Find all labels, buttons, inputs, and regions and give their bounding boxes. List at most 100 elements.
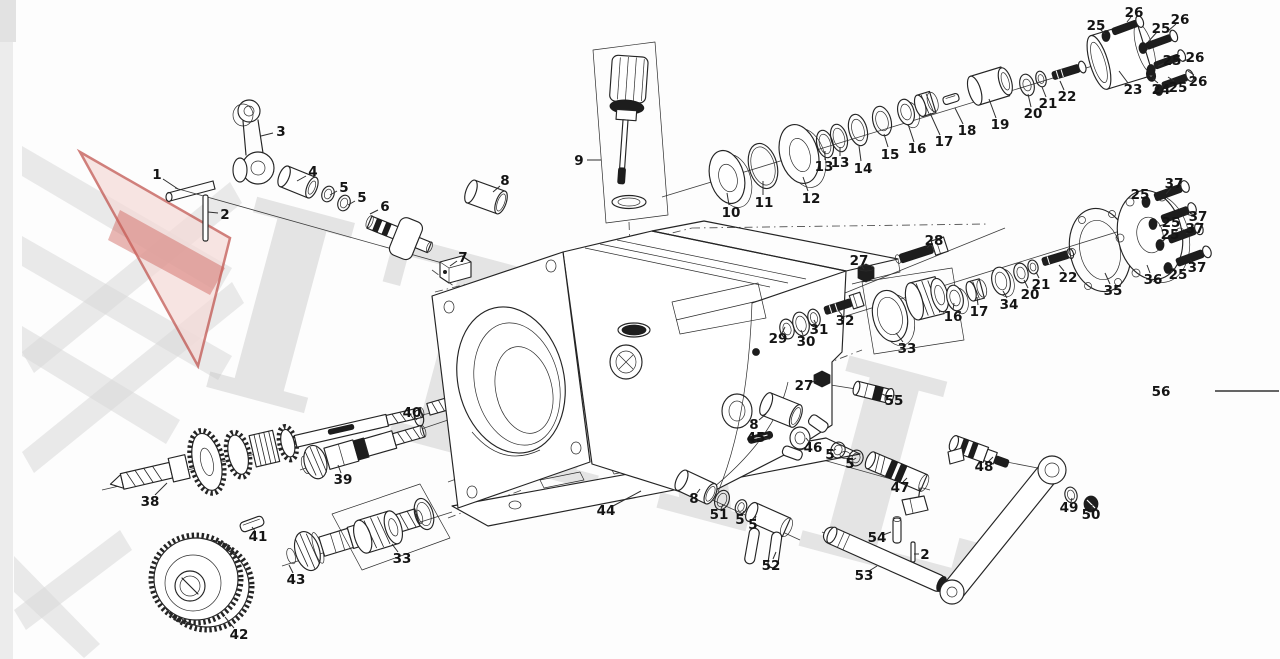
part-50-nut-drawing: [1083, 495, 1099, 513]
leader-line: [1027, 93, 1032, 108]
part-25-37-bolt-sets-drawing: [1141, 180, 1212, 274]
part-label-8: 8: [749, 417, 758, 433]
leader-line: [1041, 86, 1047, 98]
leader-line: [907, 123, 915, 143]
leader-line: [805, 437, 811, 444]
part-label-32: 32: [836, 313, 855, 329]
part-label-13: 13: [815, 159, 834, 175]
leader-line: [1147, 31, 1158, 43]
leader-line: [296, 175, 307, 182]
part-label-35: 35: [1104, 283, 1123, 299]
leader-line: [813, 319, 817, 325]
part-8-bushing-lower-drawing: [674, 469, 718, 505]
leader-line: [952, 302, 955, 311]
part-label-26: 26: [1171, 12, 1190, 28]
leader-line: [1070, 497, 1073, 503]
part-label-5: 5: [845, 456, 854, 472]
part-label-14: 14: [854, 161, 873, 177]
leader-line: [895, 332, 904, 343]
part-label-37: 37: [1165, 176, 1184, 192]
leader-line: [1185, 230, 1192, 235]
part-label-16: 16: [944, 309, 963, 325]
part-label-25: 25: [1163, 53, 1182, 69]
leader-line: [492, 185, 501, 193]
leader-line: [391, 543, 399, 553]
leader-line: [926, 243, 932, 249]
leader-line: [772, 551, 777, 560]
part-33-bearing-kit-upper-drawing: [861, 267, 965, 355]
part-39-gear-shaft-drawing: [300, 424, 427, 480]
leader-line: [1158, 223, 1167, 227]
leader-line: [726, 192, 730, 206]
part-16-bearing-race-drawing: [896, 98, 920, 129]
part-label-48: 48: [975, 459, 994, 475]
part-label-25: 25: [1162, 215, 1181, 231]
part-label-37: 37: [1189, 209, 1208, 225]
leader-line: [1035, 271, 1040, 279]
part-2-pin-drawing: [202, 194, 209, 242]
leader-line: [207, 211, 219, 214]
part-label-5: 5: [825, 447, 834, 463]
leader-line: [337, 464, 342, 474]
leader-line: [976, 296, 979, 306]
part-27-nut-lower-drawing: [813, 370, 831, 388]
part-2-pin-lower-drawing: [910, 541, 916, 563]
leader-line: [1104, 272, 1111, 285]
leader-line: [1161, 237, 1167, 243]
part-8-bushing-mid-drawing: [759, 392, 803, 428]
part-46-shift-finger-drawing: [781, 414, 829, 461]
leader-line: [902, 477, 908, 483]
part-label-39: 39: [334, 472, 353, 488]
part-label-28: 28: [925, 233, 944, 249]
part-53-rod-drawing: [822, 526, 947, 592]
part-label-25: 25: [1169, 80, 1188, 96]
part-label-4: 4: [308, 164, 317, 180]
part-38-input-shaft-drawing: [109, 406, 425, 496]
leader-line: [988, 98, 997, 119]
part-11-snap-ring-drawing: [747, 142, 779, 190]
leader-line: [883, 133, 889, 148]
part-label-8: 8: [689, 491, 698, 507]
leader-line: [154, 482, 168, 496]
part-label-47: 47: [891, 480, 910, 496]
part-label-1: 1: [152, 167, 161, 183]
part-label-6: 6: [380, 199, 389, 215]
leader-line: [288, 564, 294, 574]
leader-line: [882, 531, 892, 536]
part-label-5: 5: [748, 517, 757, 533]
part-29-30-31-washers-drawing: [779, 308, 821, 340]
part-16-bearing-race-mid-drawing: [946, 284, 969, 315]
part-label-22: 22: [1058, 89, 1077, 105]
leader-line: [1170, 266, 1176, 271]
leader-line: [1187, 70, 1195, 76]
leader-line: [852, 457, 857, 461]
part-label-25: 25: [1131, 187, 1150, 203]
part-22-stud-drawing: [1051, 60, 1087, 80]
leader-line: [1002, 290, 1008, 299]
part-label-36: 36: [1144, 272, 1163, 288]
leader-line: [858, 145, 862, 162]
leader-line: [612, 490, 642, 507]
part-label-41: 41: [249, 529, 268, 545]
part-label-55: 55: [885, 393, 904, 409]
part-label-44: 44: [597, 503, 616, 519]
part-label-37: 37: [1188, 260, 1207, 276]
leader-line: [1189, 259, 1195, 264]
leader-line: [251, 526, 256, 532]
part-label-46: 46: [804, 440, 823, 456]
part-10-bearing-drawing: [708, 149, 753, 208]
part-label-13: 13: [831, 155, 850, 171]
leader-line: [329, 190, 338, 196]
part-label-26: 26: [1186, 50, 1205, 66]
part-25-26-bolt-sets-top-drawing: [1101, 15, 1195, 96]
part-label-12: 12: [802, 191, 821, 207]
part-17-bearing-cone-mid-drawing: [965, 278, 988, 302]
leader-line: [449, 260, 458, 267]
leader-line: [369, 209, 379, 215]
leader-line: [1165, 187, 1172, 195]
leader-line: [1185, 213, 1194, 217]
leader-line: [781, 326, 786, 334]
